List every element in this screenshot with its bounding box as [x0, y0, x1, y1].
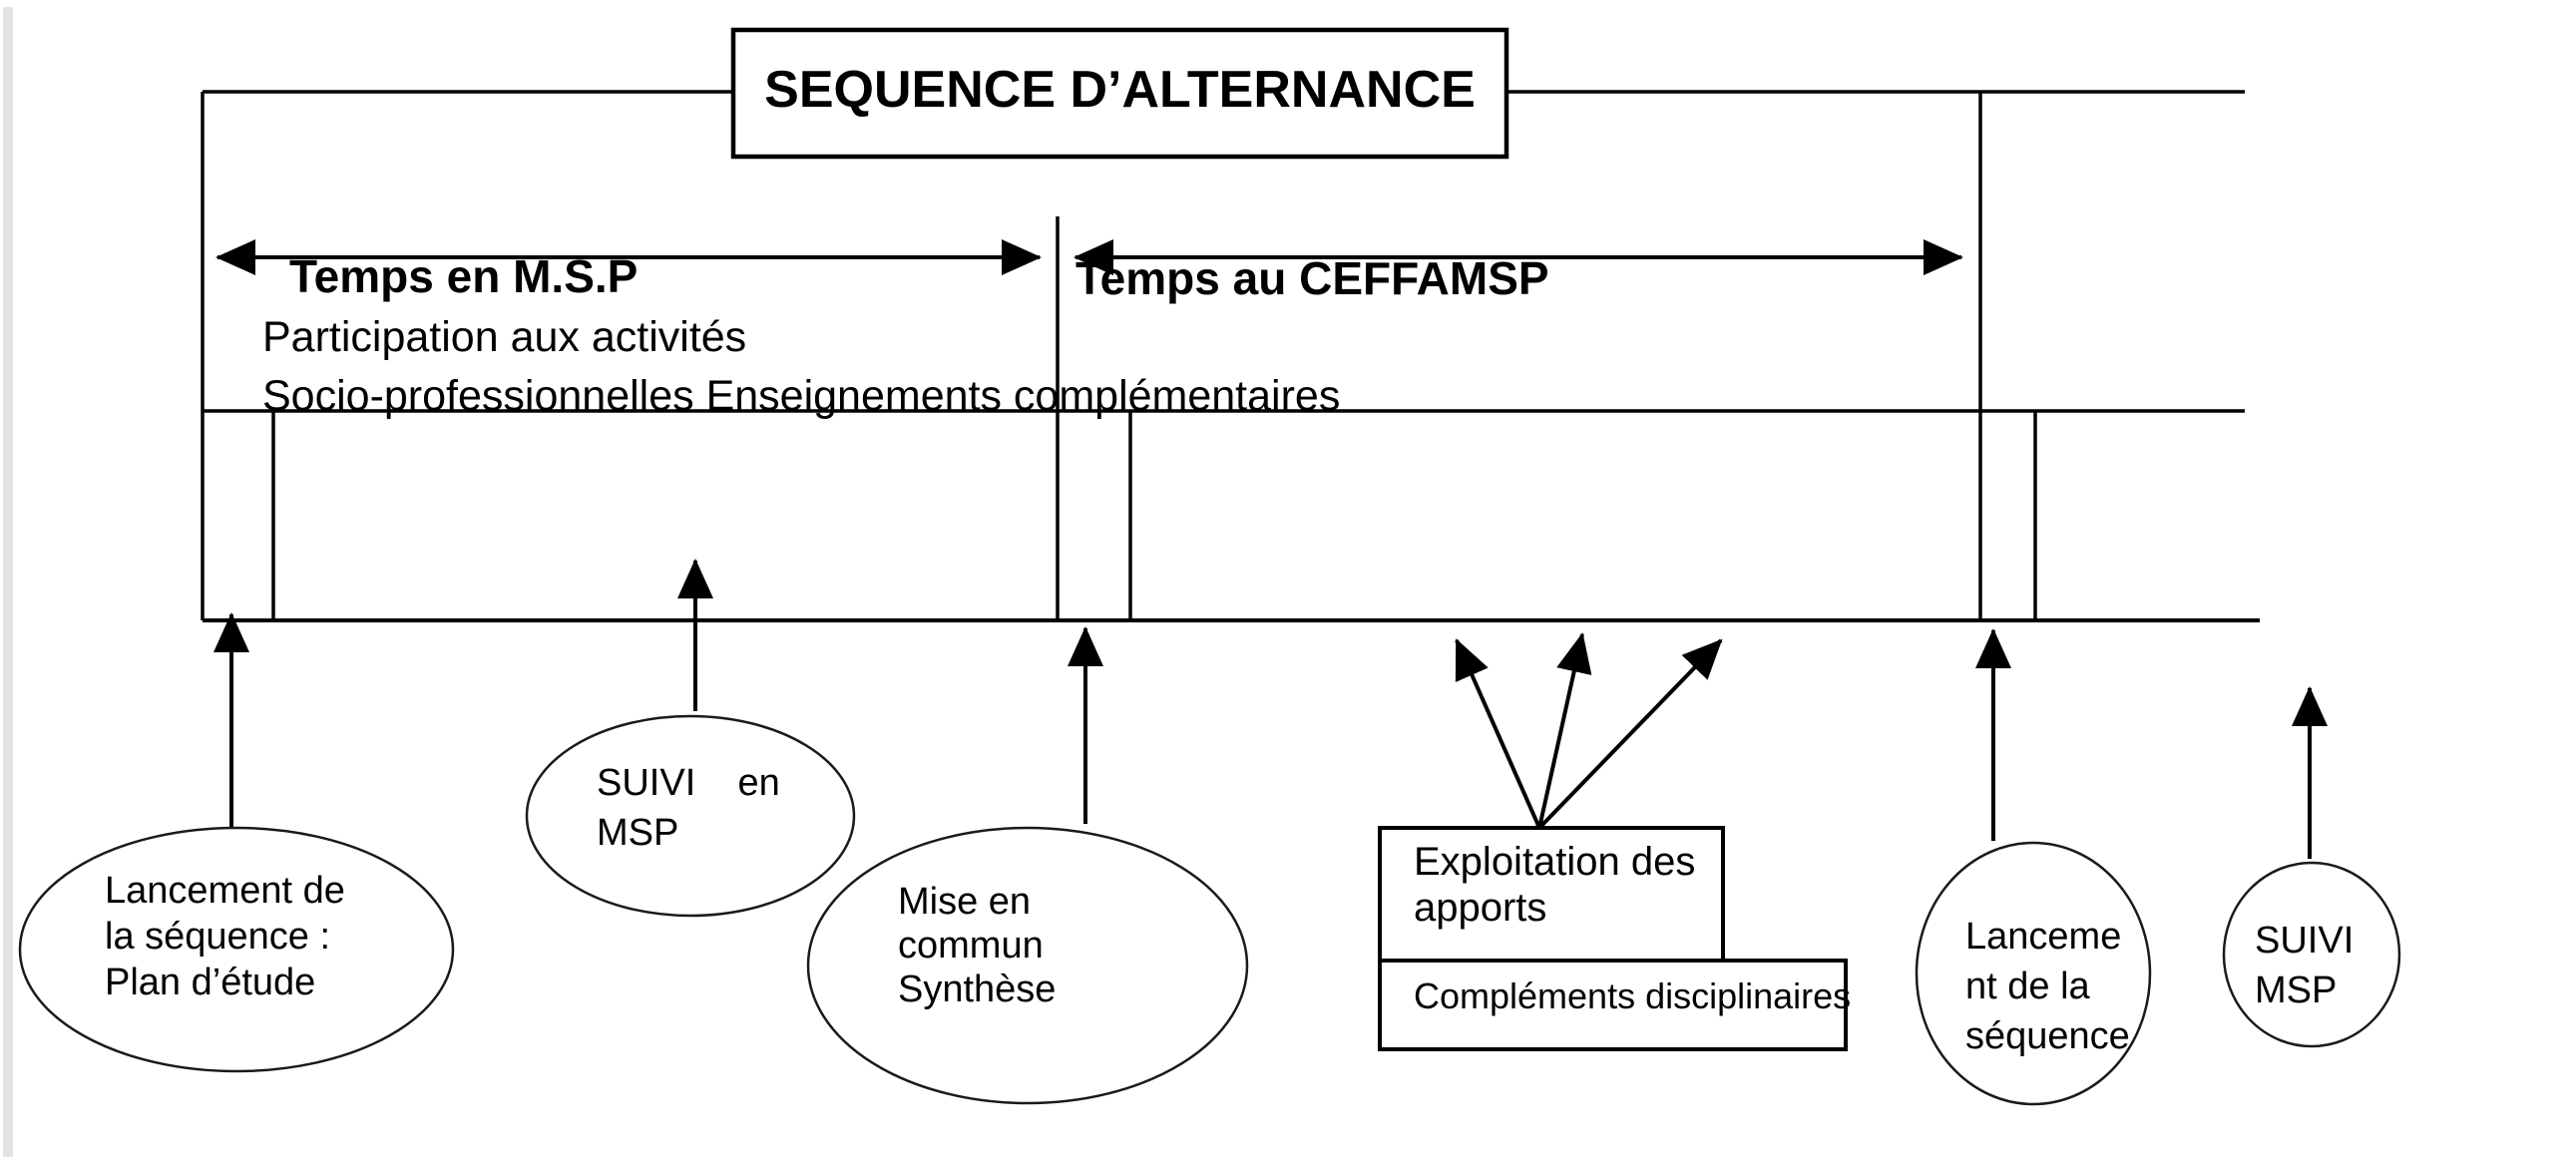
- ellipse-launch-right-label: Lanceme nt de la séquence: [1965, 916, 2130, 1057]
- label-temps-ceffamsp: Temps au CEFFAMSP: [1075, 252, 1549, 304]
- ellipse-launch-plan-label: Lancement de la séquence : Plan d’étude: [105, 870, 345, 1003]
- label-temps-msp: Temps en M.S.P: [289, 250, 639, 302]
- box-complements: [1378, 959, 1848, 1051]
- title-box: [730, 27, 1509, 160]
- ellipse-launch-plan: [18, 826, 455, 1073]
- box-exploitation: [1378, 826, 1725, 963]
- box-exploitation-label: Exploitation des apports: [1414, 840, 1696, 930]
- fan-arrow-3: [1537, 638, 1723, 830]
- ellipse-mise-en-commun-label: Mise en commun Synthèse: [898, 881, 1057, 1010]
- ellipse-mise-en-commun: [806, 826, 1249, 1105]
- label-socio-professionnelles: Socio-professionnelles Enseignements com…: [262, 372, 1341, 420]
- fan-arrow-1: [1455, 638, 1541, 829]
- ellipse-suivi-msp-right-label: SUIVI MSP: [2255, 920, 2355, 1011]
- box-complements-label: Compléments disciplinaires: [1414, 975, 1852, 1016]
- label-participation: Participation aux activités: [262, 313, 747, 361]
- diagram-title: SEQUENCE D’ALTERNANCE: [764, 61, 1476, 119]
- ellipse-suivi-msp-right: [2222, 861, 2401, 1048]
- ellipse-suivi-msp-left: [525, 714, 856, 918]
- ellipse-suivi-msp-left-label: SUIVI en MSP: [597, 762, 780, 854]
- fan-arrow-2: [1537, 632, 1592, 829]
- ellipse-launch-right: [1915, 841, 2152, 1106]
- scan-edge-strip: [3, 7, 13, 1157]
